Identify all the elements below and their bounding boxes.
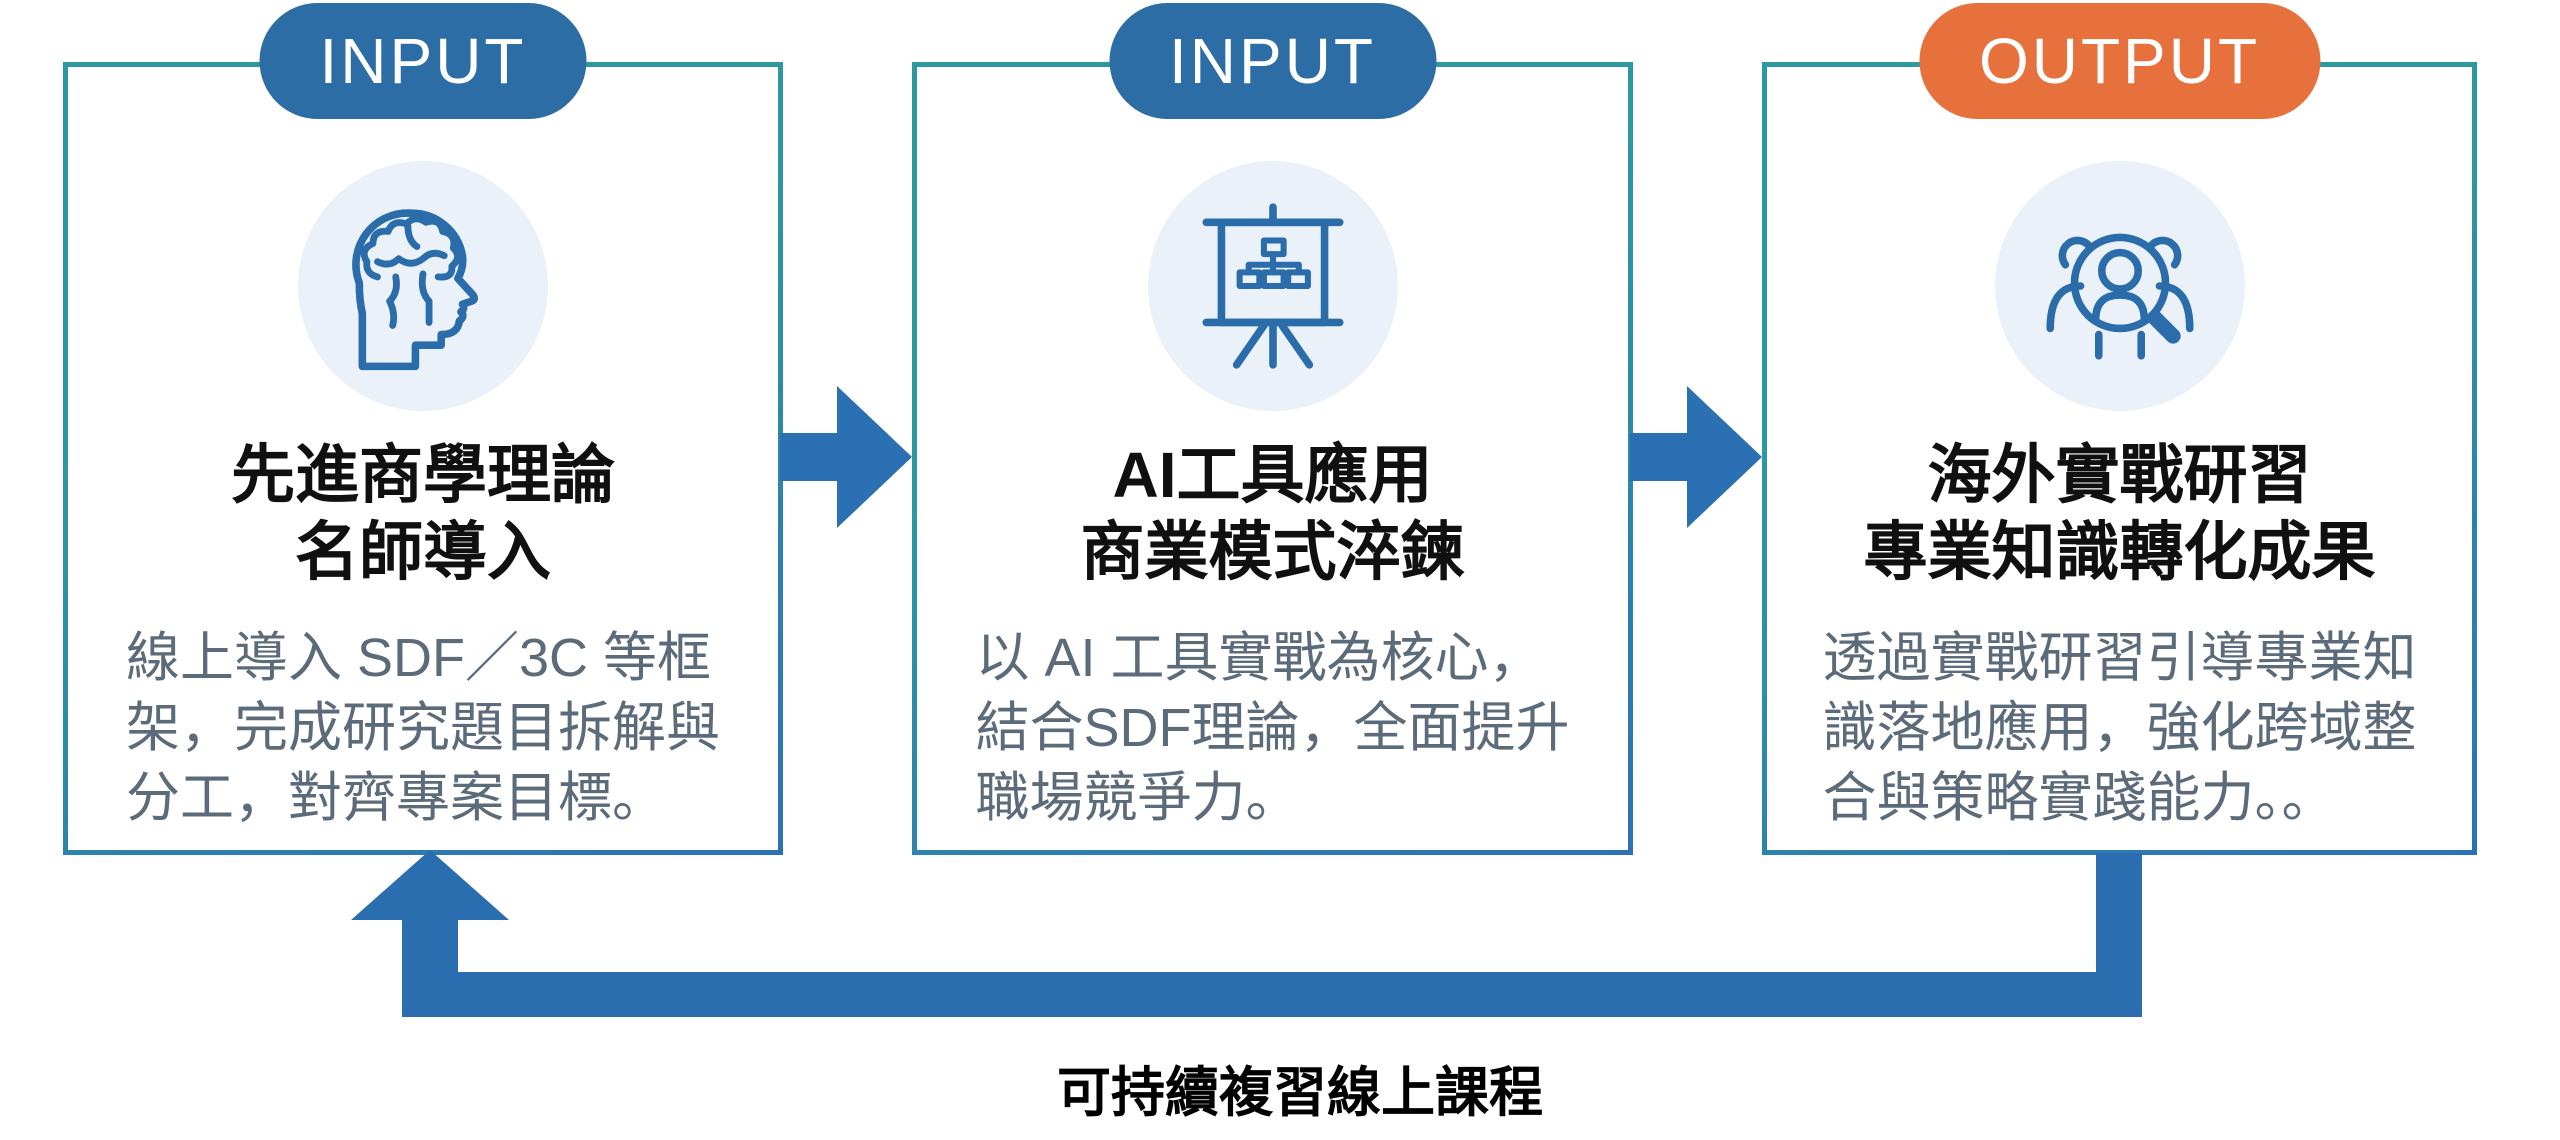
card-output-results: OUTPUT 海外實戰研習 專業知識轉化成果	[1762, 3, 2477, 855]
card-input-theory: INPUT 先進商學理論 名師導入 線上導入 SDF／3C 等框 架，完成研究題…	[63, 3, 783, 855]
card-body-panel: 海外實戰研習 專業知識轉化成果 透過實戰研習引導專業知 識落地應用，強化跨域整 …	[1767, 67, 2472, 850]
body-line: 透過實戰研習引導專業知	[1822, 627, 2417, 688]
icon-circle	[1147, 161, 1398, 411]
icon-circle	[1994, 161, 2245, 411]
title-line: AI工具應用	[1112, 439, 1433, 511]
head-brain-icon	[352, 209, 479, 371]
title-line: 商業模式淬鍊	[1080, 515, 1465, 588]
card-description: 透過實戰研習引導專業知 識落地應用，強化跨域整 合與策略實踐能力。。	[1823, 623, 2417, 834]
title-line: 海外實戰研習	[1927, 439, 2312, 511]
body-line: 合與策略實踐能力。。	[1822, 767, 2336, 828]
right-arrow-icon	[780, 386, 912, 528]
badge-input-2: INPUT	[1109, 3, 1436, 119]
body-line: 識落地應用，強化跨域整	[1822, 697, 2417, 758]
loop-arrow-shaft	[402, 918, 458, 976]
icon-circle	[298, 161, 548, 411]
card-input-ai-tools: INPUT	[912, 3, 1633, 855]
card-body-panel: 先進商學理論 名師導入 線上導入 SDF／3C 等框 架，完成研究題目拆解與 分…	[68, 67, 778, 850]
card-description: 線上導入 SDF／3C 等框 架，完成研究題目拆解與 分工，對齊專案目標。	[126, 623, 720, 834]
badge-output: OUTPUT	[1918, 3, 2321, 119]
title-line: 先進商學理論	[231, 439, 615, 511]
card-title: AI工具應用 商業模式淬鍊	[1081, 437, 1465, 591]
loop-label: 可持續複習線上課程	[1057, 1063, 1543, 1123]
card-title: 先進商學理論 名師導入	[231, 437, 615, 591]
card-description: 以 AI 工具實戰為核心， 結合SDF理論，全面提升 職場競爭力。	[976, 623, 1570, 834]
loop-up-arrowhead-icon	[351, 850, 509, 920]
title-line: 名師導入	[295, 515, 551, 588]
card-body-panel: AI工具應用 商業模式淬鍊 以 AI 工具實戰為核心， 結合SDF理論，全面提升…	[917, 67, 1628, 850]
title-line: 專業知識轉化成果	[1863, 515, 2376, 588]
people-magnifier-icon	[2045, 233, 2194, 360]
loop-arrow-bar	[402, 972, 2142, 1017]
body-line: 職場競爭力。	[975, 767, 1300, 828]
body-line: 結合SDF理論，全面提升	[975, 697, 1570, 758]
badge-label: OUTPUT	[1978, 25, 2261, 97]
body-line: 線上導入 SDF／3C 等框	[126, 627, 712, 688]
body-line: 架，完成研究題目拆解與	[126, 697, 720, 758]
presentation-orgchart-icon	[1201, 203, 1344, 369]
card-title: 海外實戰研習 專業知識轉化成果	[1864, 437, 2376, 591]
badge-label: INPUT	[1169, 25, 1376, 97]
right-arrow-icon	[1630, 386, 1762, 528]
badge-label: INPUT	[319, 25, 527, 97]
body-line: 分工，對齊專案目標。	[126, 767, 666, 828]
body-line: 以 AI 工具實戰為核心，	[975, 627, 1543, 688]
badge-input-1: INPUT	[259, 3, 587, 119]
